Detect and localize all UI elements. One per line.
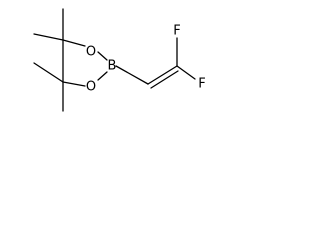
atom-label-boron: B [108, 59, 117, 74]
bond-c4-methyl-left [33, 33, 64, 41]
bond-vinyl-double-inner [150, 70, 179, 89]
bond-o-bottom-c5 [62, 81, 86, 87]
bond-vinyl-double-outer [147, 65, 178, 85]
bond-b-o-bottom [97, 71, 108, 81]
chemical-structure: O O B F F [33, 8, 206, 112]
bond-c5-methyl-left [33, 62, 64, 83]
bond-b-vinyl-carbon [115, 65, 149, 85]
bond-o-top-b [97, 51, 108, 61]
atom-label-oxygen-bottom: O [86, 80, 96, 95]
bond-c-f-bottom [176, 65, 196, 80]
atom-label-fluorine-bottom: F [198, 77, 205, 92]
bond-c4-o-top [62, 39, 86, 47]
atom-label-fluorine-top: F [173, 24, 180, 39]
atom-label-oxygen-top: O [86, 45, 96, 60]
